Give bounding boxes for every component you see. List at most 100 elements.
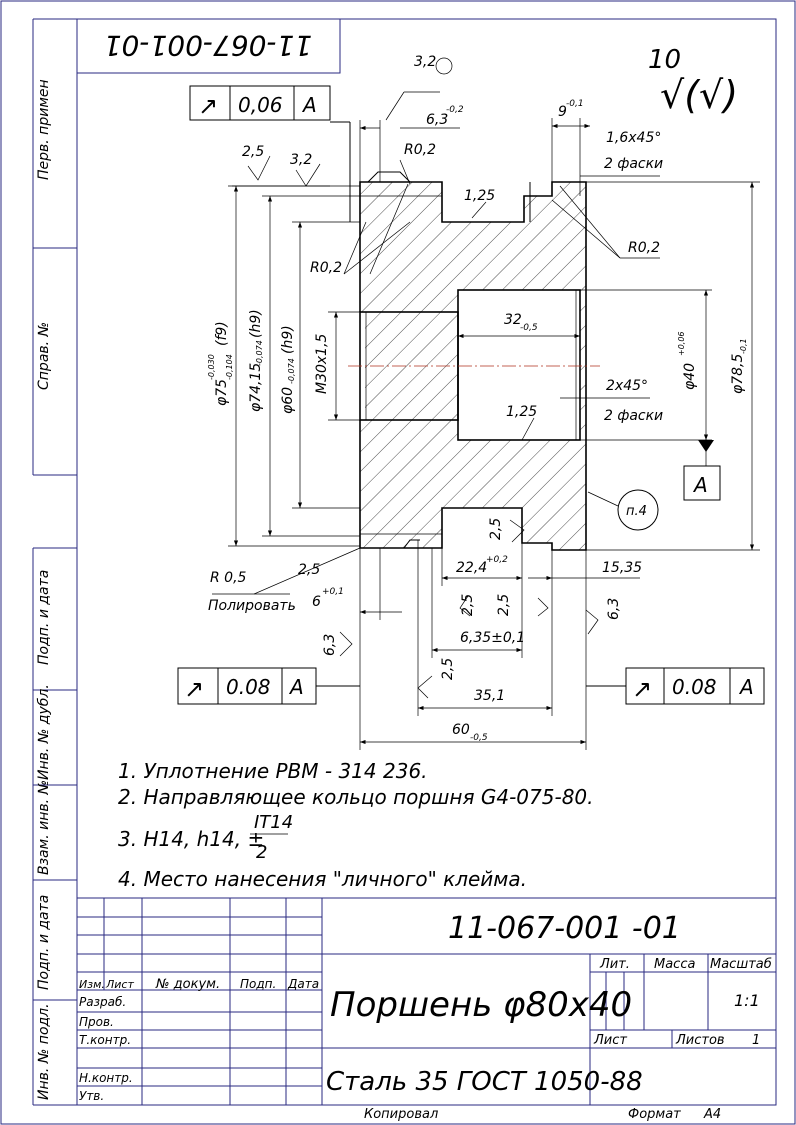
label-vzam-inv: Взам. инв. № bbox=[36, 780, 52, 875]
dim-9-tol: -0,1 bbox=[566, 99, 584, 109]
dim-7415: φ74,15 bbox=[248, 363, 264, 412]
dim-r63-r: 6,3 bbox=[606, 598, 622, 620]
note-4: 4. Место нанесения "личного" клейма. bbox=[118, 867, 527, 891]
roughness-sign: √(√) bbox=[660, 73, 738, 117]
dim-75-fit: (f9) bbox=[214, 321, 230, 346]
tb-lit: Лит. bbox=[599, 957, 630, 972]
dim-75-tol-dn: -0,104 bbox=[225, 354, 234, 380]
tb-name: Поршень φ80x40 bbox=[330, 985, 632, 1025]
dim-635: 6,35±0,1 bbox=[460, 630, 525, 646]
gtol-bottom-left: ↗ 0.08 A bbox=[177, 667, 360, 705]
dim-75: φ75 bbox=[214, 379, 230, 406]
dim-63-tol: -0,2 bbox=[446, 105, 464, 115]
dim-r25-bl: 2,5 bbox=[298, 562, 320, 578]
gtol-top-left: ↗ 0,06 A bbox=[189, 85, 351, 222]
tb-designation: 11-067-001 -01 bbox=[448, 911, 681, 946]
dimension-texts: 3,2 2,5 3,2 6,3 -0,2 R0,2 R0,2 R0,2 1,25… bbox=[207, 54, 748, 743]
tb-material: Сталь 35 ГОСТ 1050-88 bbox=[326, 1067, 643, 1097]
tb-tkontr: Т.контр. bbox=[79, 1033, 131, 1047]
label-inv-podl: Инв. № подл. bbox=[36, 1003, 52, 1100]
technical-notes: 1. Уплотнение PBM - 314 236. 2. Направля… bbox=[118, 759, 594, 891]
title-block-texts: 11-067-001 -01 Поршень φ80x40 Сталь 35 Г… bbox=[79, 911, 772, 1122]
tb-list: Лист bbox=[593, 1033, 627, 1048]
tb-razrab: Разраб. bbox=[79, 995, 126, 1009]
dim-785-tol: -0,1 bbox=[739, 338, 748, 354]
roughness-value: 10 bbox=[648, 45, 681, 75]
dim-785: φ78,5 bbox=[730, 354, 746, 395]
label-podp-data-1: Подп. и дата bbox=[36, 570, 52, 665]
dim-60: φ60 bbox=[280, 387, 296, 414]
tb-scale: 1:1 bbox=[734, 991, 760, 1010]
tb-listov: Листов bbox=[675, 1033, 725, 1048]
gtol-top-left-tol: 0,06 bbox=[238, 93, 283, 117]
tb-list-col: Лист bbox=[105, 978, 134, 991]
datum-box: A bbox=[683, 465, 721, 501]
note-3-frac-num: IT14 bbox=[254, 812, 293, 833]
dim-chamfer1: 1,6x45° bbox=[606, 130, 661, 146]
label-perv-primen: Перв. примен bbox=[36, 79, 52, 180]
tb-kopiroval: Копировал bbox=[364, 1107, 438, 1122]
tb-izm: Изм. bbox=[79, 978, 105, 991]
gtol-top-left-symbol: ↗ bbox=[198, 92, 218, 120]
note-p4: п.4 bbox=[626, 504, 647, 519]
dim-chamfer2: 2x45° bbox=[606, 378, 648, 394]
dim-chamfer2-note: 2 фаски bbox=[604, 408, 663, 424]
label-inv-dubl: Инв. № дубл. bbox=[36, 684, 52, 780]
note-3: 3. H14, h14, ± bbox=[118, 827, 264, 851]
tb-masshtab: Масштаб bbox=[710, 957, 772, 972]
dim-60-len: 60 bbox=[452, 722, 470, 738]
dim-60-tol: -0,074 bbox=[287, 358, 296, 384]
dim-thread: M30x1,5 bbox=[314, 333, 330, 394]
note-1: 1. Уплотнение PBM - 314 236. bbox=[118, 759, 428, 783]
tb-utv: Утв. bbox=[79, 1089, 104, 1103]
dim-r02-top: R0,2 bbox=[404, 142, 436, 158]
gtol-top-left-datum: A bbox=[301, 93, 317, 117]
dim-7415-fit: (h9) bbox=[248, 309, 264, 338]
tb-listov-val: 1 bbox=[752, 1033, 760, 1048]
dim-125-top: 1,25 bbox=[464, 188, 495, 204]
dim-r32-left: 3,2 bbox=[290, 152, 312, 168]
dim-r25-c: 2,5 bbox=[440, 658, 456, 680]
part-section bbox=[348, 171, 600, 551]
dim-polish: Полировать bbox=[208, 598, 296, 614]
dim-7415-tol: -0,074 bbox=[255, 340, 264, 366]
gtol-bottom-right-datum: A bbox=[738, 675, 754, 699]
tb-podp: Подп. bbox=[240, 977, 276, 991]
dim-40-tol: +0,06 bbox=[677, 331, 686, 356]
dim-125-mid: 1,25 bbox=[506, 404, 537, 420]
general-roughness: 10 √(√) bbox=[648, 45, 738, 117]
dim-r25-right-low: 2,5 bbox=[488, 518, 504, 540]
tb-nkontr: Н.контр. bbox=[79, 1071, 133, 1085]
part-body-hatch bbox=[360, 182, 586, 550]
dim-r05: R 0,5 bbox=[210, 570, 247, 586]
dim-r02-left: R0,2 bbox=[310, 260, 342, 276]
top-designation: 11-067-001-01 bbox=[104, 29, 312, 62]
label-podp-data-2: Подп. и дата bbox=[36, 895, 52, 990]
gtol-bottom-left-symbol: ↗ bbox=[184, 675, 204, 703]
dim-75-tol-up: -0,030 bbox=[207, 354, 216, 380]
tb-n-dokum: № докум. bbox=[155, 977, 220, 992]
dim-r25-a: 2,5 bbox=[460, 594, 476, 616]
dim-224-tol: +0,2 bbox=[486, 555, 508, 565]
gtol-bottom-left-datum: A bbox=[288, 675, 304, 699]
dim-40: φ40 bbox=[682, 363, 698, 390]
top-designation-box: 11-067-001-01 bbox=[76, 18, 341, 74]
dim-224: 22,4 bbox=[456, 560, 487, 576]
dim-32-tol: -0,5 bbox=[520, 323, 538, 333]
dim-6-tol: +0,1 bbox=[322, 587, 344, 597]
note-2: 2. Направляющее кольцо поршня G4-075-80. bbox=[118, 785, 594, 809]
title-block bbox=[76, 897, 777, 1106]
gtol-bottom-left-tol: 0.08 bbox=[226, 675, 271, 699]
tb-format: Формат bbox=[628, 1107, 681, 1122]
dim-r25-b: 2,5 bbox=[496, 594, 512, 616]
datum-letter: A bbox=[692, 473, 708, 497]
dim-r25-left: 2,5 bbox=[242, 144, 264, 160]
dim-r02-right: R0,2 bbox=[628, 240, 660, 256]
tb-prov: Пров. bbox=[79, 1015, 114, 1029]
dimension-lines bbox=[212, 91, 760, 750]
note-3-frac-den: 2 bbox=[256, 842, 267, 863]
sidebar-labels: Перв. примен Справ. № Подп. и дата Инв. … bbox=[36, 79, 52, 1100]
dim-32: 32 bbox=[504, 312, 522, 328]
